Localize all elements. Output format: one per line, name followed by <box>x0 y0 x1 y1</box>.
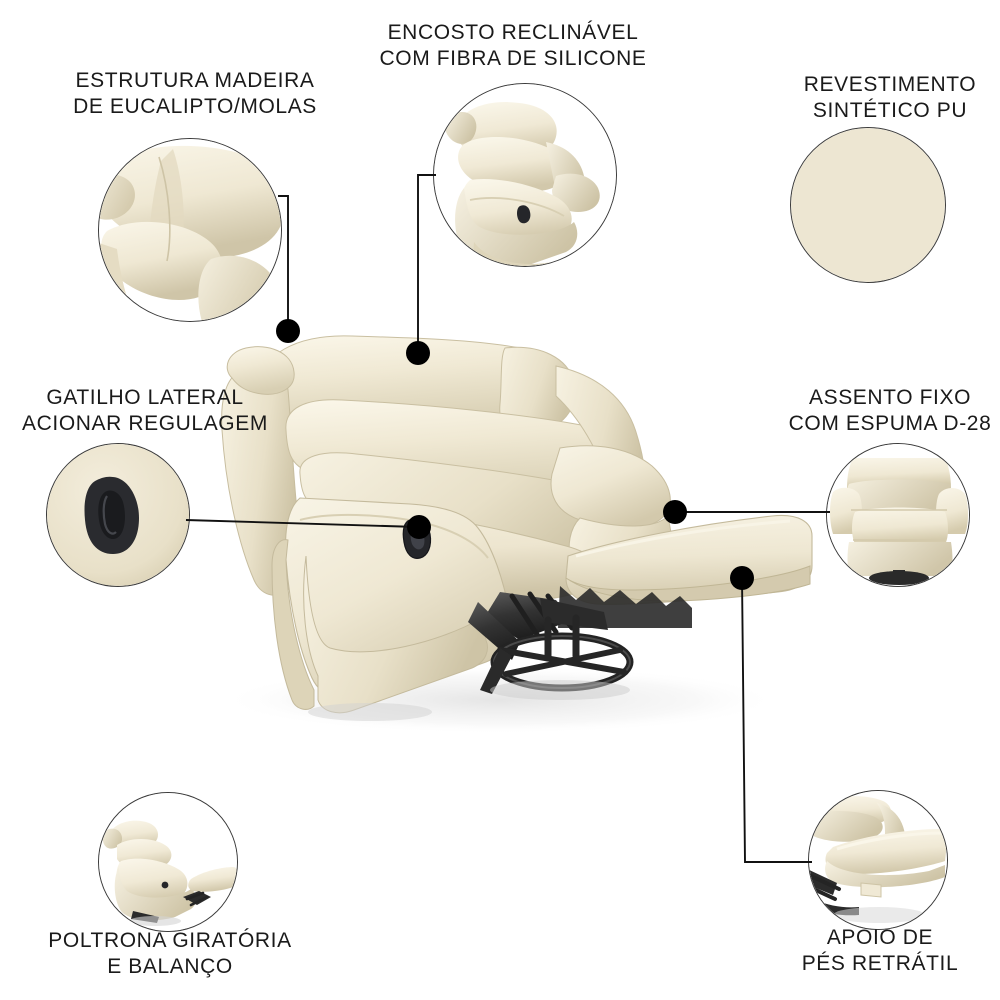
label-assento-fixo: ASSENTO FIXO COM ESPUMA D-28 <box>788 386 992 435</box>
callout-apoio-pes <box>808 790 948 930</box>
callout-image-encosto <box>434 84 616 266</box>
label-encosto-reclinavel: ENCOSTO RECLINÁVEL COM FIBRA DE SILICONE <box>379 21 647 70</box>
callout-image-gatilho <box>47 444 189 586</box>
callout-image-estrutura <box>99 139 281 321</box>
swivel-mechanism <box>468 591 634 694</box>
label-apoio-pes-retratil: APOIO DE PÉS RETRÁTIL <box>801 926 959 975</box>
pu-color-swatch <box>791 128 945 282</box>
callout-poltrona-giratoria <box>98 792 238 932</box>
callout-image-assento <box>827 444 969 586</box>
callout-assento-fixo <box>826 443 970 587</box>
callout-image-apoio-pes <box>809 791 947 929</box>
label-gatilho-lateral: GATILHO LATERAL ACIONAR REGULAGEM <box>22 386 268 435</box>
callout-encosto-reclinavel <box>433 83 617 267</box>
label-revestimento-pu: REVESTIMENTO SINTÉTICO PU <box>803 73 977 122</box>
callout-estrutura-madeira <box>98 138 282 322</box>
lever-icon <box>84 476 139 554</box>
callout-gatilho-lateral <box>46 443 190 587</box>
callout-image-giratoria <box>99 793 237 931</box>
label-poltrona-giratoria: POLTRONA GIRATÓRIA E BALANÇO <box>48 929 292 978</box>
label-estrutura-madeira: ESTRUTURA MADEIRA DE EUCALIPTO/MOLAS <box>73 69 317 118</box>
side-trigger-lever <box>402 519 432 559</box>
callout-revestimento-pu <box>790 127 946 283</box>
